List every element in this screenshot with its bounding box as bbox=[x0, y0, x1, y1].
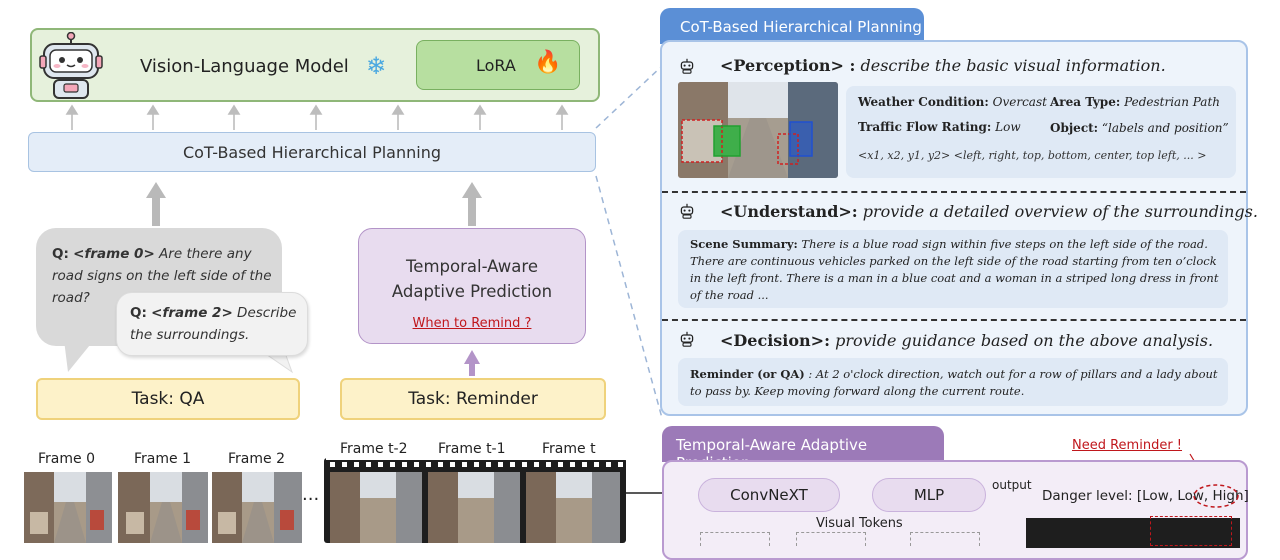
decision-tag: <Decision>: bbox=[720, 331, 830, 350]
token-box bbox=[910, 532, 980, 546]
temporal-panel-tab: Temporal-Aware Adaptive Prediction bbox=[662, 426, 944, 472]
task-qa-box: Task: QA bbox=[36, 378, 300, 420]
vlm-title: Vision-Language Model bbox=[140, 56, 349, 77]
qa-question-text: Q: <frame 0> Are there any road signs on… bbox=[52, 243, 272, 309]
section-divider bbox=[662, 191, 1246, 193]
object-value: “labels and position” bbox=[1098, 121, 1229, 135]
robot-icon bbox=[680, 58, 694, 74]
area-value: Pedestrian Path bbox=[1120, 95, 1220, 109]
frame-tag: <frame 2> bbox=[151, 305, 233, 321]
decision-desc: provide guidance based on the above anal… bbox=[829, 331, 1214, 350]
street-frame-image bbox=[118, 472, 208, 543]
fire-icon: 🔥 bbox=[534, 50, 562, 75]
temporal-prediction-title: Temporal-Aware Adaptive Prediction bbox=[358, 254, 586, 304]
traffic-field: Traffic Flow Rating: Low bbox=[858, 119, 1021, 136]
frame-label: Frame t-1 bbox=[438, 441, 506, 457]
robot-mascot-icon bbox=[39, 32, 103, 99]
cot-panel-tab: CoT-Based Hierarchical Planning bbox=[660, 8, 924, 44]
convnext-block: ConvNeXT bbox=[698, 478, 840, 512]
need-reminder-label: Need Reminder ! bbox=[1072, 438, 1183, 453]
understand-info-box bbox=[678, 230, 1228, 308]
task-reminder-box: Task: Reminder bbox=[340, 378, 606, 420]
scene-summary: Scene Summary: There is a blue road sign… bbox=[690, 236, 1220, 304]
area-field: Area Type: Pedestrian Path bbox=[1050, 94, 1220, 111]
perception-heading: <Perception> : describe the basic visual… bbox=[720, 56, 1166, 75]
decision-heading: <Decision>: provide guidance based on th… bbox=[720, 331, 1213, 350]
question-body: Are there any road signs on the left sid… bbox=[52, 246, 272, 306]
perception-street-image bbox=[678, 82, 838, 178]
frame-label: Frame 0 bbox=[38, 451, 95, 467]
frame-label: Frame t bbox=[542, 441, 596, 457]
summary-label: Scene Summary: bbox=[690, 237, 798, 251]
lora-box bbox=[416, 40, 580, 90]
frame-label: Frame 1 bbox=[134, 451, 191, 467]
qa-speech-bubble-2 bbox=[116, 292, 308, 356]
qa-question-text-2: Q: <frame 2> Describe the surroundings. bbox=[130, 302, 300, 346]
understand-desc: provide a detailed overview of the surro… bbox=[857, 202, 1258, 221]
frame-label-band bbox=[326, 440, 626, 460]
traffic-value: Low bbox=[991, 120, 1021, 134]
traffic-label: Traffic Flow Rating: bbox=[858, 120, 992, 134]
question-body: Describe the surroundings. bbox=[130, 305, 297, 343]
object-label: Object: bbox=[1050, 121, 1099, 135]
weather-label: Weather Condition: bbox=[858, 95, 989, 109]
perception-tag: <Perception> : bbox=[720, 56, 856, 75]
bubble-tail bbox=[64, 340, 94, 372]
snowflake-icon: ❄ bbox=[366, 52, 387, 80]
reminder-text: Reminder (or QA) : At 2 o'clock directio… bbox=[690, 366, 1220, 400]
film-strip-frames bbox=[330, 462, 623, 543]
street-frame-image bbox=[24, 472, 112, 543]
understand-heading: <Understand>: provide a detailed overvie… bbox=[720, 202, 1258, 221]
weather-value: Overcast bbox=[988, 95, 1047, 109]
q-prefix: Q: bbox=[130, 305, 147, 321]
decision-info-box bbox=[678, 358, 1228, 406]
reminder-label: Reminder (or QA) bbox=[690, 367, 805, 381]
high-highlight-ellipse bbox=[1193, 484, 1239, 508]
coords-format: <x1, x2, y1, y2> <left, right, top, bott… bbox=[858, 149, 1207, 162]
danger-level: Danger level: [Low, Low, High] bbox=[1042, 488, 1249, 504]
title-line-2: Adaptive Prediction bbox=[391, 282, 553, 301]
understand-tag: <Understand>: bbox=[720, 202, 858, 221]
visual-tokens-label: Visual Tokens bbox=[816, 516, 903, 531]
cot-planning-bar: CoT-Based Hierarchical Planning bbox=[28, 132, 596, 172]
perception-info-box bbox=[846, 86, 1236, 178]
title-line-1: Temporal-Aware bbox=[406, 257, 538, 276]
token-box bbox=[700, 532, 770, 546]
frame-label: Frame 2 bbox=[228, 451, 285, 467]
mlp-block: MLP bbox=[872, 478, 986, 512]
ellipsis: ... bbox=[302, 484, 320, 505]
output-label: output bbox=[992, 478, 1032, 492]
frame-label: Frame t-2 bbox=[340, 441, 408, 457]
area-label: Area Type: bbox=[1050, 95, 1121, 109]
perception-desc: describe the basic visual information. bbox=[855, 56, 1166, 75]
object-field: Object: “labels and position” bbox=[1050, 120, 1229, 137]
street-frame-image bbox=[212, 472, 302, 543]
lora-label: LoRA bbox=[476, 56, 516, 75]
q-prefix: Q: bbox=[52, 246, 69, 262]
token-box bbox=[796, 532, 866, 546]
when-to-remind-link: When to Remind ? bbox=[412, 316, 532, 331]
frame-tag: <frame 0> bbox=[73, 246, 155, 262]
robot-icon bbox=[680, 203, 694, 219]
robot-icon bbox=[680, 331, 694, 347]
temporal-prediction-box bbox=[358, 228, 586, 344]
frame-t-highlight bbox=[1150, 516, 1232, 546]
section-divider bbox=[662, 319, 1246, 321]
reminder-body: : At 2 o'clock direction, watch out for … bbox=[690, 367, 1218, 398]
weather-field: Weather Condition: Overcast bbox=[858, 94, 1047, 111]
summary-text: There is a blue road sign within five st… bbox=[690, 237, 1219, 302]
